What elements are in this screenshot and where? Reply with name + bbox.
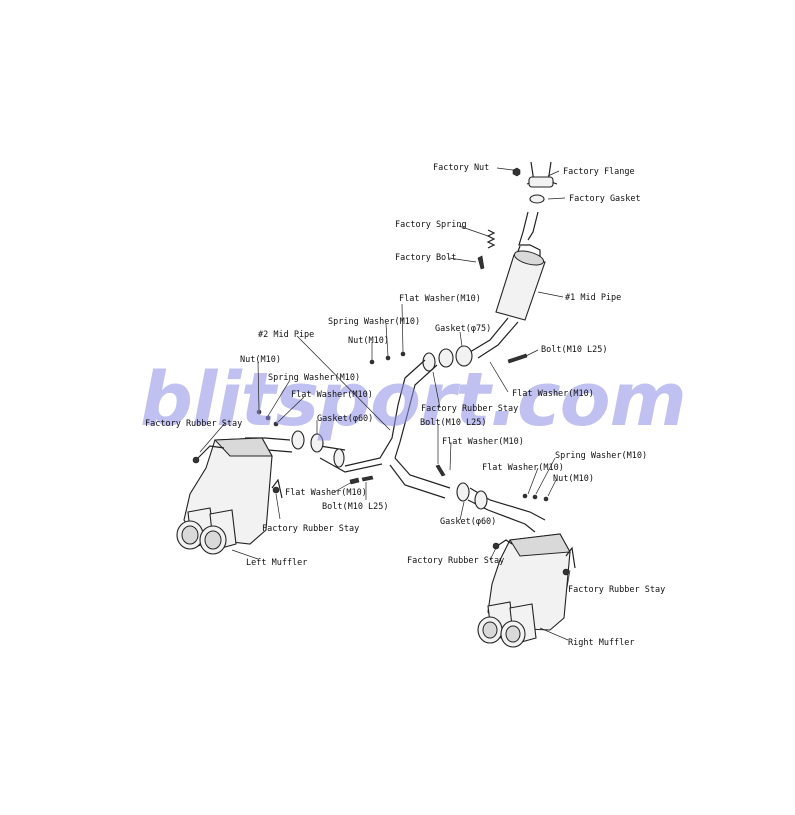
label-factory-bolt: Factory Bolt xyxy=(395,253,456,263)
label-flat-washer-bottom-left: Flat Washer(M10) xyxy=(285,488,367,498)
right-muffler xyxy=(477,533,576,648)
label-factory-flange: Factory Flange xyxy=(563,167,635,177)
label-flat-washer-left: Flat Washer(M10) xyxy=(291,390,373,400)
mid-pipe-2 xyxy=(291,359,451,499)
label-gasket-75: Gasket(φ75) xyxy=(435,324,491,334)
label-gasket-60-right: Gasket(φ60) xyxy=(440,517,496,527)
label-nut-right: Nut(M10) xyxy=(553,474,594,484)
label-flat-washer-center: Flat Washer(M10) xyxy=(512,389,594,399)
label-nut-top: Nut(M10) xyxy=(348,336,389,346)
label-nut-left: Nut(M10) xyxy=(240,355,281,365)
label-spring-washer-right: Spring Washer(M10) xyxy=(555,451,647,461)
factory-spring-bolt xyxy=(477,229,496,270)
label-factory-gasket: Factory Gasket xyxy=(569,194,641,204)
label-mid-pipe-1: #1 Mid Pipe xyxy=(565,293,621,303)
center-flange-joint xyxy=(369,345,528,372)
label-right-muffler: Right Muffler xyxy=(568,638,635,648)
label-factory-rubber-stay-left: Factory Rubber Stay xyxy=(145,419,242,429)
right-branch-pipe xyxy=(435,464,549,533)
callout-labels: Factory Nut Factory Flange Factory Gaske… xyxy=(145,163,665,648)
label-bolt-top: Bolt(M10 L25) xyxy=(541,345,608,355)
leader-lines xyxy=(199,167,571,641)
factory-front-pipe xyxy=(512,161,558,204)
label-factory-rubber-stay-center: Factory Rubber Stay xyxy=(421,404,518,414)
label-factory-nut: Factory Nut xyxy=(433,163,489,173)
label-spring-washer-left: Spring Washer(M10) xyxy=(268,373,360,383)
label-flat-washer-right: Flat Washer(M10) xyxy=(482,463,564,473)
label-flat-washer-top: Flat Washer(M10) xyxy=(399,294,481,304)
mid-pipe-1 xyxy=(469,211,546,359)
label-spring-washer-top: Spring Washer(M10) xyxy=(328,317,420,327)
label-factory-rubber-stay-bottom-left: Factory Rubber Stay xyxy=(262,524,359,534)
label-factory-spring: Factory Spring xyxy=(395,220,467,230)
watermark: blitsport.com xyxy=(140,357,686,443)
label-flat-washer-center2: Flat Washer(M10) xyxy=(442,437,524,447)
left-hardware xyxy=(256,409,374,485)
label-factory-rubber-stay-bottom-right: Factory Rubber Stay xyxy=(407,556,504,566)
label-left-muffler: Left Muffler xyxy=(246,558,307,568)
left-muffler xyxy=(176,437,293,555)
label-mid-pipe-2: #2 Mid Pipe xyxy=(258,330,314,340)
label-bolt-center: Bolt(M10 L25) xyxy=(420,418,487,428)
label-factory-rubber-stay-right: Factory Rubber Stay xyxy=(568,585,665,595)
label-gasket-60-left: Gasket(φ60) xyxy=(317,414,373,424)
label-bolt-bottom-left: Bolt(M10 L25) xyxy=(322,502,389,512)
